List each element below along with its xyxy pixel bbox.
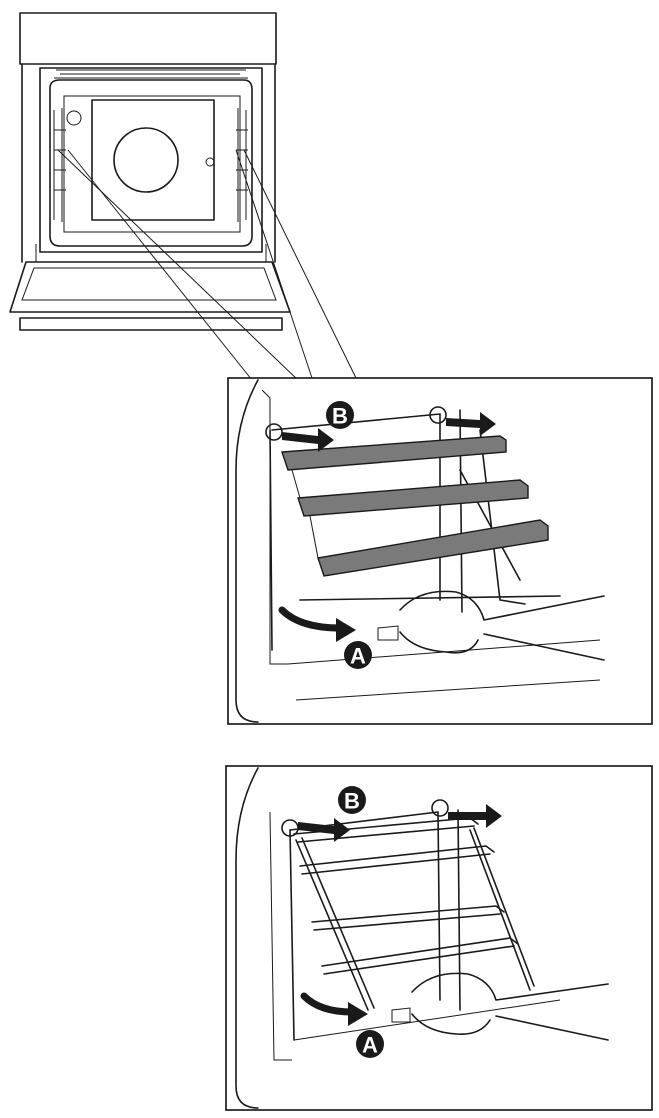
label-b-badge-top: [326, 401, 354, 429]
oven-door-glass: [21, 267, 277, 301]
oven-door-open: [9, 261, 291, 313]
arrow-b-left-bottom: [298, 818, 350, 842]
right-shelf-runner-small: [236, 108, 248, 222]
oven-wall-inner-bottom: [269, 811, 292, 1061]
rail-links: [291, 469, 319, 559]
label-a-bottom: A: [362, 1033, 378, 1058]
arrow-b-right-top: [446, 412, 496, 436]
oven-wall-edge-bottom: [235, 767, 259, 1109]
mount-hole-right-top: [429, 406, 447, 424]
arrow-b-left-top: [282, 428, 334, 452]
rail-3: [317, 519, 549, 577]
label-a-badge-top: [344, 641, 372, 669]
oven-top-panel: [19, 12, 277, 65]
door-hinges: [35, 244, 267, 262]
arrow-a-curve-bottom: [300, 992, 356, 1016]
telescopic-rails: [281, 435, 549, 577]
rail-clip-bottom: [391, 1007, 411, 1023]
floor-lines-top: [287, 639, 601, 701]
rail-clip-top: [377, 625, 399, 641]
floor-line-bottom: [293, 999, 561, 1041]
mount-hole-right-bottom: [431, 799, 449, 817]
callout-lines: [57, 149, 357, 383]
rail-1: [281, 435, 507, 471]
arrow-a-head-top: [336, 618, 356, 642]
oven-door-bottom: [19, 317, 283, 331]
fan-cover: [113, 127, 179, 193]
label-b-top: B: [332, 404, 348, 429]
arrow-a-curve-top: [278, 606, 344, 632]
oven-top-vents: [54, 69, 248, 79]
rail-2: [297, 479, 529, 517]
hand-bottom: [411, 972, 609, 1041]
arrow-a-head-bottom: [348, 1002, 368, 1026]
label-b-bottom: B: [344, 789, 360, 814]
oven-wall-inner-top: [261, 389, 288, 665]
oven-back-panel: [91, 99, 215, 221]
label-a-badge-bottom: [356, 1030, 384, 1058]
label-a-top: A: [350, 644, 366, 669]
oven-side-walls: [21, 63, 276, 263]
oven-overview: [9, 12, 291, 331]
oven-back-wall: [63, 95, 241, 233]
detail-panel-with-rails: B A: [227, 377, 653, 725]
detail-panel-wire-runners: B A: [225, 765, 653, 1111]
oven-cavity-outline: [39, 67, 263, 253]
left-shelf-runner-small: [53, 108, 66, 222]
oven-lamp: [66, 110, 82, 126]
oven-inner-cavity: [49, 79, 253, 247]
oven-wall-edge-top: [235, 379, 259, 723]
wire-runners: [293, 817, 535, 1011]
oven-sensor: [205, 157, 215, 167]
arrow-b-right-bottom: [448, 804, 502, 828]
label-b-badge-bottom: [338, 786, 366, 814]
